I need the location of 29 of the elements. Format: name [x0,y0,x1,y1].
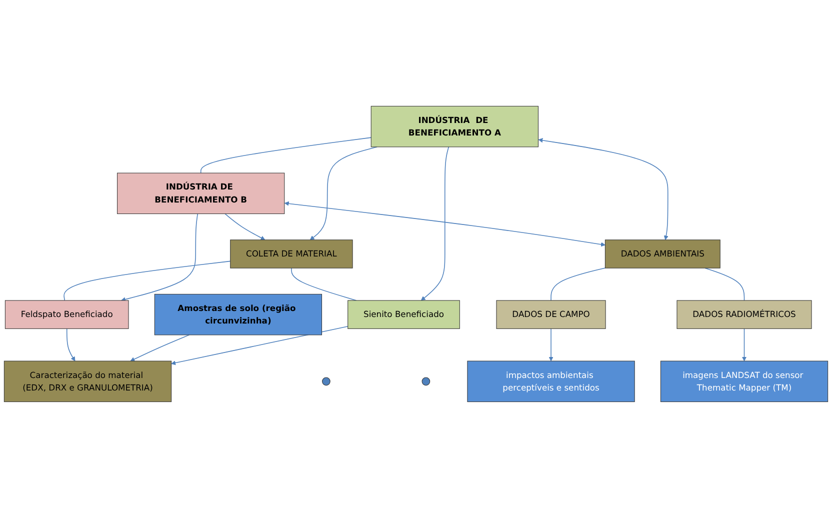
node-plus [322,376,330,386]
arrow [420,146,450,300]
node-plus [422,376,430,386]
arrow [548,328,554,361]
node-box: imagens LANDSAT do sensor Thematic Mapper (TM) [660,360,828,402]
node-box: DADOS DE CAMPO [496,300,606,328]
node-box: INDÚSTRIA DE BENEFICIAMENTO B [117,172,285,214]
node-box: INDÚSTRIA DE BENEFICIAMENTO A [370,105,538,147]
arrow [171,326,348,365]
arrow [284,200,606,246]
node-box: DADOS RADIOMÉTRICOS [676,300,812,328]
node-box: impactos ambientais perceptíveis e sentidos [467,360,635,402]
arrow [66,328,76,361]
connector [64,260,231,300]
arrow [310,146,378,240]
connector [704,267,745,300]
arrow [538,138,668,240]
node-box: COLETA DE MATERIAL [230,239,353,268]
arrow [130,334,190,361]
connector [200,136,372,173]
connector [550,267,606,300]
node-box: DADOS AMBIENTAIS [604,239,720,268]
arrow [120,212,198,302]
arrow [742,328,747,361]
node-box: Feldspato Beneficiado [4,300,129,328]
node-box: Amostras de solo (região circunvizinha) [154,293,322,335]
node-box: Caracterização do material (EDX, DRX e GRANULOMETRIA) [4,360,172,402]
arrow [224,212,266,240]
node-box: Sienito Beneficiado [348,300,460,328]
